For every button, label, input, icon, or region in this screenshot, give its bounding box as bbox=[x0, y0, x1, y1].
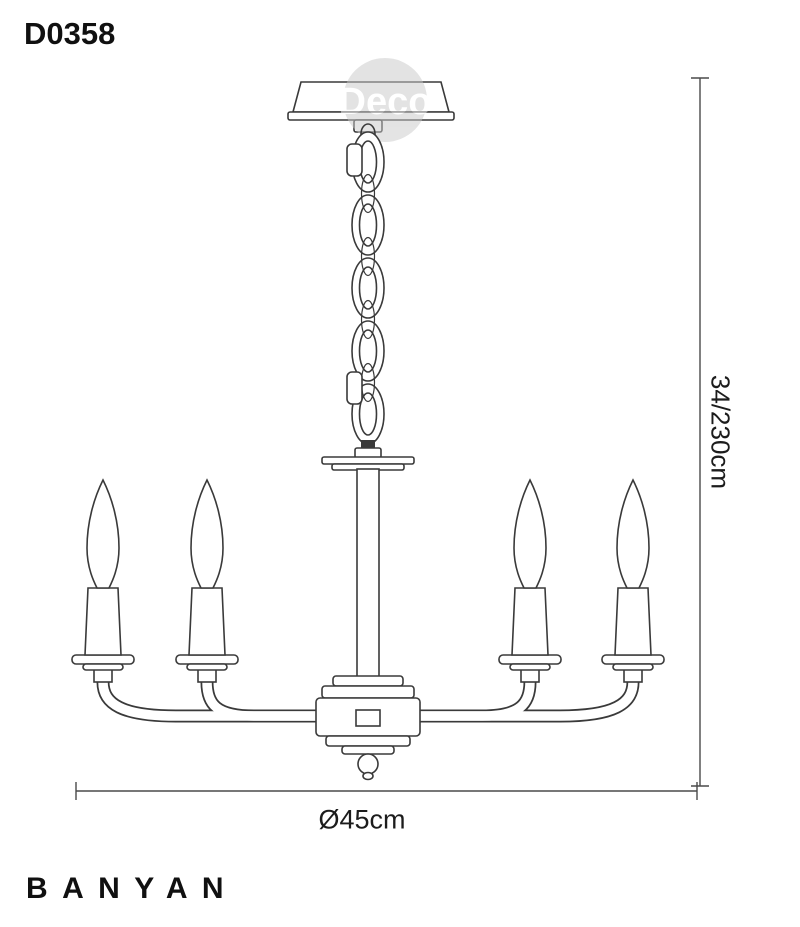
central-body bbox=[315, 675, 421, 781]
watermark-text: Deco bbox=[339, 81, 432, 123]
height-dimension-label: 34/230cm bbox=[705, 374, 736, 490]
diameter-dimension-line bbox=[75, 782, 698, 800]
drip-pan bbox=[175, 654, 239, 665]
drip-pan bbox=[71, 654, 135, 665]
candle-bulb bbox=[513, 478, 547, 589]
candle-sleeve bbox=[511, 587, 549, 656]
candle bbox=[71, 478, 135, 683]
candle bbox=[601, 478, 665, 683]
candle-sleeve bbox=[84, 587, 122, 656]
drip-pan bbox=[498, 654, 562, 665]
candle-bulb bbox=[190, 478, 224, 589]
chain-clasp-bottom bbox=[346, 371, 363, 405]
finial-ball bbox=[357, 753, 379, 775]
product-name: BANYAN bbox=[26, 872, 238, 905]
suspension-rod bbox=[356, 468, 380, 682]
product-code: D0358 bbox=[24, 16, 116, 51]
drip-pan bbox=[601, 654, 665, 665]
brand-watermark: Deco bbox=[339, 58, 432, 142]
candle bbox=[498, 478, 562, 683]
candle-sleeve bbox=[188, 587, 226, 656]
candle bbox=[175, 478, 239, 683]
height-dimension-line bbox=[691, 77, 709, 787]
mounting-plate bbox=[321, 440, 415, 471]
candle-bulb bbox=[86, 478, 120, 589]
chain-clasp-top bbox=[346, 143, 363, 177]
candle-sleeve bbox=[614, 587, 652, 656]
hanging-chain bbox=[346, 123, 385, 445]
finial-tip bbox=[362, 771, 374, 781]
diameter-dimension-label: Ø45cm bbox=[318, 804, 406, 835]
watermark-circle-icon bbox=[343, 58, 427, 142]
candle-bulb bbox=[616, 478, 650, 589]
arms bbox=[96, 681, 640, 723]
